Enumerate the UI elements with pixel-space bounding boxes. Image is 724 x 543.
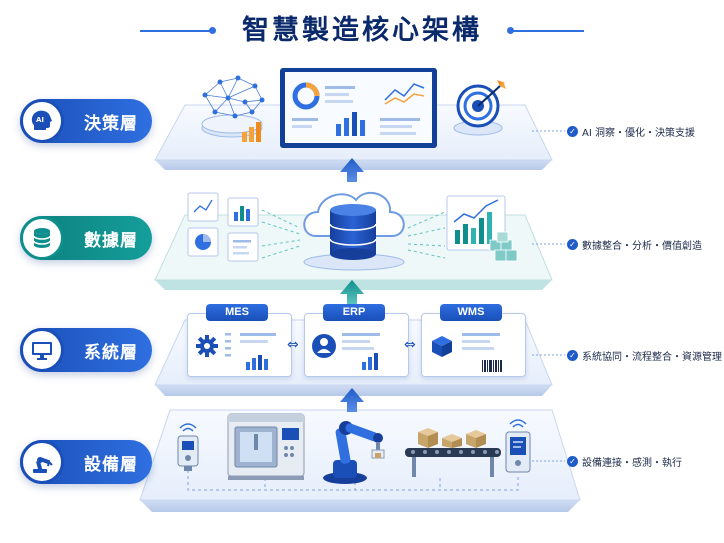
- title-dot-right: [507, 27, 514, 34]
- check-icon: ✓: [567, 350, 578, 361]
- description-decision: ✓ AI 洞察・優化・決策支援: [567, 124, 695, 139]
- wms-card: [421, 313, 526, 377]
- title-line-left: [140, 30, 212, 32]
- check-icon: ✓: [567, 456, 578, 467]
- dashboard-monitor-icon: [280, 68, 437, 148]
- robot-arm-icon: [20, 440, 64, 484]
- sensor-icon-left: [177, 423, 199, 471]
- conveyor-belt-icon: [405, 428, 501, 477]
- description-device: ✓ 設備連接・感測・執行: [567, 454, 682, 469]
- description-data: ✓ 數據整合・分析・價值創造: [567, 237, 702, 252]
- layer-label-decision: AI 決策層: [20, 99, 152, 143]
- cnc-machine-icon: [227, 413, 305, 480]
- title-dot-left: [209, 27, 216, 34]
- description-text: 系統協同・流程整合・資源管理: [582, 352, 722, 363]
- description-text: 數據整合・分析・價值創造: [582, 241, 702, 252]
- up-arrow-2: [340, 280, 364, 304]
- mes-tab: MES: [206, 304, 268, 321]
- database-icon: [20, 216, 64, 260]
- description-text: 設備連接・感測・執行: [582, 458, 682, 469]
- layer-label-text: 決策層: [84, 113, 138, 134]
- sync-arrow-mes-erp: ⇔: [287, 337, 299, 353]
- mes-card: [187, 313, 292, 377]
- sync-arrow-erp-wms: ⇔: [404, 337, 416, 353]
- monitor-icon: [20, 328, 64, 372]
- analytics-chart-icon: [446, 195, 518, 262]
- target-icon: [453, 80, 506, 136]
- check-icon: ✓: [567, 126, 578, 137]
- check-icon: ✓: [567, 239, 578, 250]
- layer-label-text: 系統層: [84, 342, 138, 363]
- description-system: ✓ 系統協同・流程整合・資源管理: [567, 348, 722, 363]
- description-text: AI 洞察・優化・決策支援: [582, 128, 695, 139]
- layer-label-text: 設備層: [84, 454, 138, 475]
- layer-label-text: 數據層: [84, 230, 138, 251]
- cloud-database-icon: [303, 191, 405, 271]
- page-title: 智慧製造核心架構: [242, 15, 482, 46]
- layer-label-data: 數據層: [20, 216, 152, 260]
- neural-network-icon: [201, 75, 265, 142]
- description-leaders: [532, 130, 565, 462]
- sensor-icon-right: [505, 419, 531, 473]
- robot-arm-icon-device: [323, 421, 385, 484]
- up-arrow-3: [340, 388, 364, 412]
- ai-head-icon: AI: [20, 99, 64, 143]
- erp-tab: ERP: [323, 304, 385, 321]
- erp-card: [304, 313, 409, 377]
- mini-charts-left: [187, 192, 259, 262]
- data-flow-lines: [261, 209, 446, 259]
- ai-badge-text: AI: [36, 116, 44, 124]
- title-line-right: [512, 30, 584, 32]
- layer-label-device: 設備層: [20, 440, 152, 484]
- wms-tab: WMS: [440, 304, 502, 321]
- layer-label-system: 系統層: [20, 328, 152, 372]
- up-arrow-1: [340, 158, 364, 182]
